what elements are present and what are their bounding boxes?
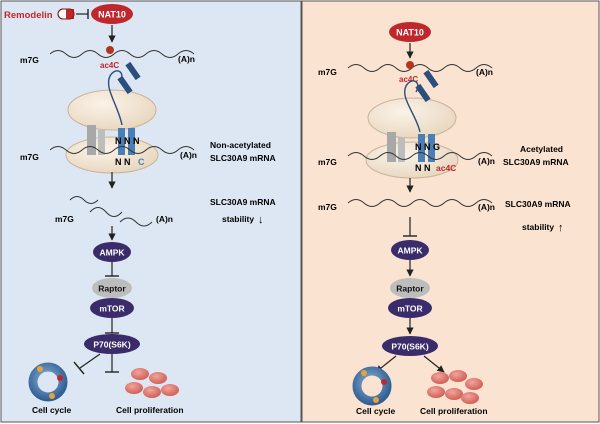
nat10-label: NAT10: [98, 10, 126, 20]
polya-label-right-3: (A)n: [478, 202, 495, 212]
ribosome-icon-right: [365, 97, 459, 179]
mtor-node-right: [388, 298, 432, 318]
raptor-node-right: [390, 278, 430, 298]
cell-proliferation-icon: [125, 368, 179, 398]
mtor-node: [90, 298, 134, 318]
right-panel-background: [301, 0, 600, 423]
mrna-strand-ribosome-right: [347, 152, 493, 160]
ampk-label-right: AMPK: [397, 246, 423, 256]
p70s6k-label-right: P70(S6K): [391, 342, 428, 352]
polya-label-2: (A)n: [180, 150, 197, 160]
p70s6k-node: [84, 334, 140, 354]
m7g-cap-label-2: m7G: [20, 152, 39, 162]
polya-label-right-2: (A)n: [478, 156, 495, 166]
mtor-label: mTOR: [99, 304, 124, 314]
mrna-strand-stable-right: [347, 199, 493, 207]
nat10-node: [91, 4, 133, 24]
raptor-node: [92, 278, 132, 298]
mrna-fragment-1: [69, 196, 99, 204]
m7g-cap-label: m7G: [20, 55, 39, 65]
m7g-cap-label-right: m7G: [318, 67, 337, 77]
nat10-node-right: [389, 22, 431, 42]
p70-arrow-prolif-right: [423, 355, 445, 373]
mrna-strand-ribosome: [49, 146, 195, 154]
stability-label-line2-right: stability: [522, 222, 554, 232]
raptor-label: Raptor: [98, 284, 126, 294]
cell-cycle-icon: [28, 362, 68, 402]
ampk-label: AMPK: [99, 248, 125, 258]
m7g-cap-label-right-2: m7G: [318, 157, 337, 167]
codon-bottom-right: N N: [415, 163, 431, 173]
mrna-strand-top: [49, 50, 195, 58]
ribosome-icon: [65, 89, 159, 174]
p70-inhibit-cellcycle-line: [79, 353, 101, 369]
ac4c-site-dot-right: [406, 61, 414, 69]
codon-top: N N N: [115, 136, 140, 146]
state-label-line1: Non-acetylated: [210, 140, 271, 150]
cell-proliferation-label-right: Cell proliferation: [420, 406, 488, 416]
ac4c-label-right: ac4C: [399, 75, 418, 84]
cell-cycle-label: Cell cycle: [32, 405, 71, 415]
ac4c-label: ac4C: [100, 61, 119, 70]
left-panel-background: [0, 0, 302, 423]
remodelin-label: Remodelin: [4, 10, 53, 21]
stability-label-line2: stability: [222, 214, 254, 224]
ac4c-site-dot: [106, 46, 114, 54]
cell-cycle-label-right: Cell cycle: [356, 406, 395, 416]
codon-top-right: N N G: [415, 142, 440, 152]
mrna-fragment-2: [89, 207, 123, 217]
stability-down-arrow: ↓: [258, 214, 264, 226]
right-panel: NAT10 m7G ac4C (A)n m7G (A)n N N G N N a…: [301, 0, 600, 423]
state-label-line2-right: SLC30A9 mRNA: [503, 157, 569, 167]
remodelin-capsule-icon: [57, 8, 75, 20]
p70s6k-label: P70(S6K): [93, 340, 130, 350]
stability-label-line1-right: SLC30A9 mRNA: [505, 199, 571, 209]
raptor-label-right: Raptor: [396, 284, 424, 294]
mtor-label-right: mTOR: [397, 304, 422, 314]
trna-icon-right: [404, 69, 439, 133]
m7g-cap-label-right-3: m7G: [318, 202, 337, 212]
polya-label-right: (A)n: [476, 67, 493, 77]
ampk-node-right: [391, 240, 429, 260]
codon-bottom: N N: [115, 157, 131, 167]
stability-label-line1: SLC30A9 mRNA: [210, 197, 276, 207]
mrna-strand-top-right: [347, 64, 493, 72]
polya-label-3: (A)n: [156, 214, 173, 224]
cell-proliferation-icon-right: [427, 370, 483, 404]
polya-label: (A)n: [178, 54, 195, 64]
state-label-line2: SLC30A9 mRNA: [210, 153, 276, 163]
ampk-node: [93, 242, 131, 262]
m7g-cap-label-3: m7G: [55, 214, 74, 224]
left-panel: Remodelin NAT10 m7G ac4C (A)n: [0, 0, 302, 423]
stability-up-arrow: ↑: [558, 222, 564, 234]
p70s6k-node-right: [382, 336, 438, 356]
cell-cycle-icon-right: [352, 366, 392, 406]
state-label-line1-right: Acetylated: [520, 144, 563, 154]
codon-ac4c-right: ac4C: [436, 163, 456, 173]
cell-proliferation-label: Cell proliferation: [116, 405, 184, 415]
p70-inhibit-cellcycle-bar: [73, 361, 85, 375]
mrna-fragment-3: [119, 217, 153, 227]
trna-icon: [107, 61, 141, 126]
codon-c: C: [138, 157, 145, 167]
nat10-label-right: NAT10: [396, 28, 424, 38]
